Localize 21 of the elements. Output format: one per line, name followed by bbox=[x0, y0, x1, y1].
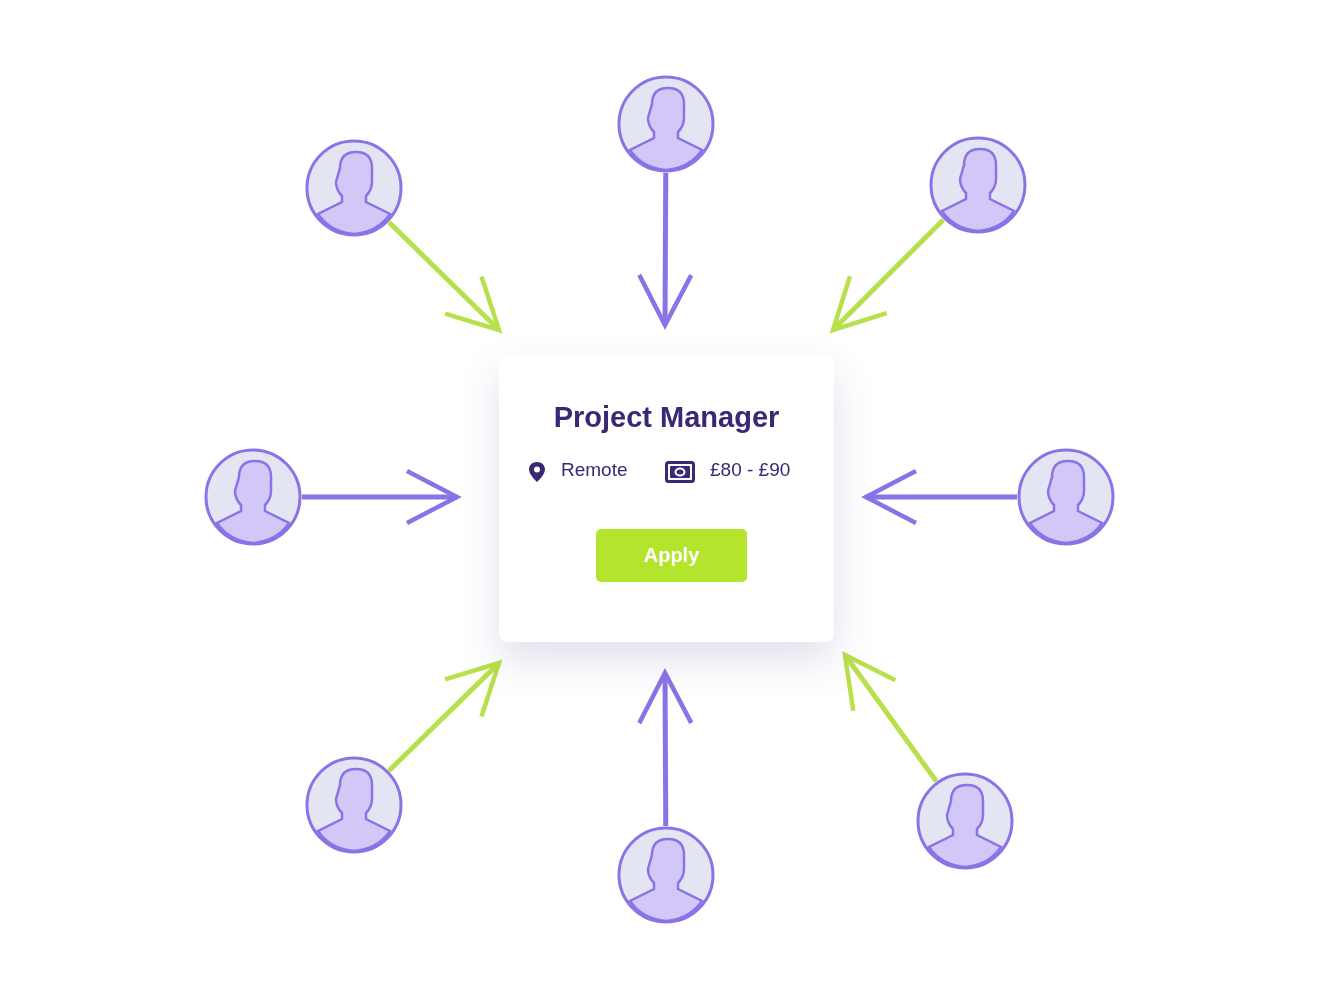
arrow bbox=[863, 468, 1017, 526]
arrow bbox=[387, 660, 502, 773]
person-avatar-icon bbox=[1016, 447, 1116, 547]
pay-range: £80 - £90 bbox=[710, 459, 791, 481]
arrow bbox=[302, 468, 460, 526]
person-avatar-icon bbox=[304, 755, 404, 855]
arrow bbox=[387, 220, 502, 333]
job-title: Project Manager bbox=[552, 401, 781, 434]
arrow bbox=[830, 217, 946, 333]
arrow bbox=[842, 652, 939, 783]
person-avatar-icon bbox=[928, 135, 1028, 235]
apply-button: Apply bbox=[596, 529, 747, 582]
person-avatar-icon bbox=[203, 447, 303, 547]
person-avatar-icon bbox=[304, 138, 404, 238]
person-avatar-icon bbox=[616, 825, 716, 925]
location-text: Remote bbox=[561, 459, 628, 481]
job-card bbox=[499, 355, 834, 642]
person-avatar-icon bbox=[915, 771, 1015, 871]
arrow bbox=[637, 173, 694, 328]
arrow bbox=[637, 670, 694, 826]
person-avatar-icon bbox=[616, 74, 716, 174]
